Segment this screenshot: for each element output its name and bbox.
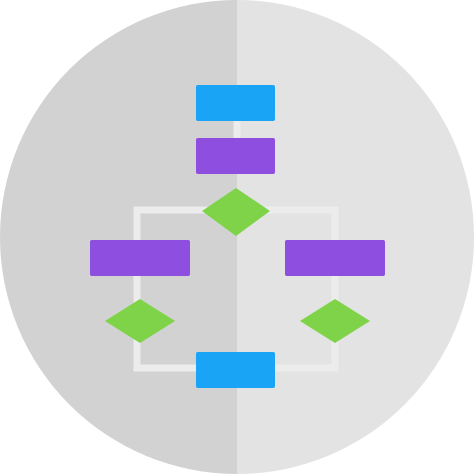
start-node <box>196 85 275 121</box>
decision-node-left <box>105 299 175 343</box>
end-node <box>196 352 275 388</box>
decision-node-main <box>202 188 270 236</box>
branch-node-right <box>285 240 385 276</box>
branch-node-left <box>90 240 190 276</box>
connector-right-loop <box>237 206 339 372</box>
decision-node-right <box>300 299 370 343</box>
circle-right-half <box>237 0 474 474</box>
connector-left-loop <box>133 206 237 372</box>
circle-left-half <box>0 0 237 474</box>
process-node <box>196 138 275 174</box>
